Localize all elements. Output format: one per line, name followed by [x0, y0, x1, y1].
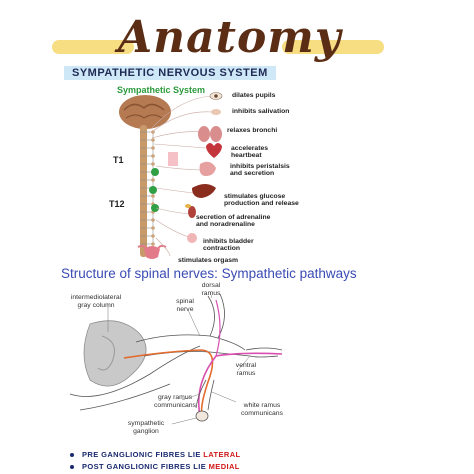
- spinal-nerve-diagram: [69, 291, 283, 425]
- note-preganglionic: PRE GANGLIONIC FIBRES LIE LATERAL: [70, 450, 241, 459]
- label-gray-ramus: gray ramus communicans: [154, 394, 196, 409]
- thoracic-segment-marker: [168, 152, 178, 166]
- collateral-ganglia: [149, 168, 159, 212]
- heart-icon: [206, 143, 222, 158]
- dorsal-ramus-line: [207, 295, 215, 337]
- effect-inhibits-salivation: inhibits salivation: [232, 108, 290, 115]
- effect-stimulates-orgasm: stimulates orgasm: [178, 257, 239, 264]
- sympathetic-chain: [140, 131, 154, 252]
- uterus-icon: [137, 244, 167, 259]
- note-postganglionic-text: POST GANGLIONIC FIBRES LIE: [82, 462, 209, 471]
- lungs-icon: [198, 126, 222, 142]
- page-title: Anatomy: [118, 12, 342, 63]
- title-highlight-left: [52, 40, 134, 54]
- fiber-lines: [151, 95, 213, 257]
- note-preganglionic-text: PRE GANGLIONIC FIBRES LIE: [82, 450, 204, 459]
- t1-label: T1: [113, 155, 124, 165]
- salivary-gland-icon: [211, 109, 221, 115]
- sympathetic-system-illustration: [119, 95, 178, 259]
- effect-glucose-release: stimulates glucose production and releas…: [224, 193, 299, 208]
- bladder-icon: [187, 233, 197, 243]
- note-lateral: LATERAL: [203, 450, 241, 459]
- note-postganglionic: POST GANGLIONIC FIBRES LIE MEDIAL: [70, 462, 240, 471]
- spinal-nerve-outline: [135, 334, 246, 351]
- spinal-nerves-heading: Structure of spinal nerves: Sympathetic …: [61, 266, 357, 281]
- spinal-cord: [140, 125, 147, 257]
- label-white-ramus: white ramus communicans: [241, 402, 283, 417]
- label-sympathetic-ganglion: sympathetic ganglion: [127, 420, 165, 435]
- label-dorsal-ramus: dorsal ramus: [201, 282, 221, 297]
- bullet-icon: [70, 465, 74, 470]
- kidney-icon: [185, 204, 196, 218]
- sympathetic-ganglion-shape: [195, 410, 209, 422]
- preganglionic-fiber: [123, 349, 214, 415]
- brain-icon: [119, 95, 171, 129]
- effect-adrenaline-secretion: secretion of adrenaline and noradrenalin…: [196, 214, 271, 229]
- spinal-cord-section: [83, 320, 147, 387]
- label-gray-column: intermediolateral gray column: [70, 294, 122, 309]
- label-spinal-nerve: spinal nerve: [176, 298, 194, 313]
- effect-relaxes-bronchi: relaxes bronchi: [227, 127, 278, 134]
- effect-inhibits-peristalsis: inhibits peristalsis and secretion: [230, 163, 290, 178]
- section-heading: SYMPATHETIC NERVOUS SYSTEM: [64, 66, 276, 80]
- t12-label: T12: [109, 199, 125, 209]
- title-area: Anatomy: [0, 8, 474, 66]
- organ-column: [151, 92, 223, 257]
- title-highlight-right: [282, 40, 384, 54]
- sympathetic-system-heading: Sympathetic System: [117, 85, 206, 95]
- note-medial: MEDIAL: [208, 462, 240, 471]
- stomach-icon: [199, 161, 216, 176]
- bullet-icon: [70, 453, 74, 458]
- effect-accelerates-heartbeat: accelerates heartbeat: [231, 145, 269, 160]
- effect-inhibits-bladder: inhibits bladder contraction: [203, 238, 254, 253]
- liver-icon: [192, 184, 216, 198]
- label-ventral-ramus: ventral ramus: [235, 362, 257, 377]
- eye-icon: [209, 92, 223, 100]
- effect-dilates-pupils: dilates pupils: [232, 92, 276, 99]
